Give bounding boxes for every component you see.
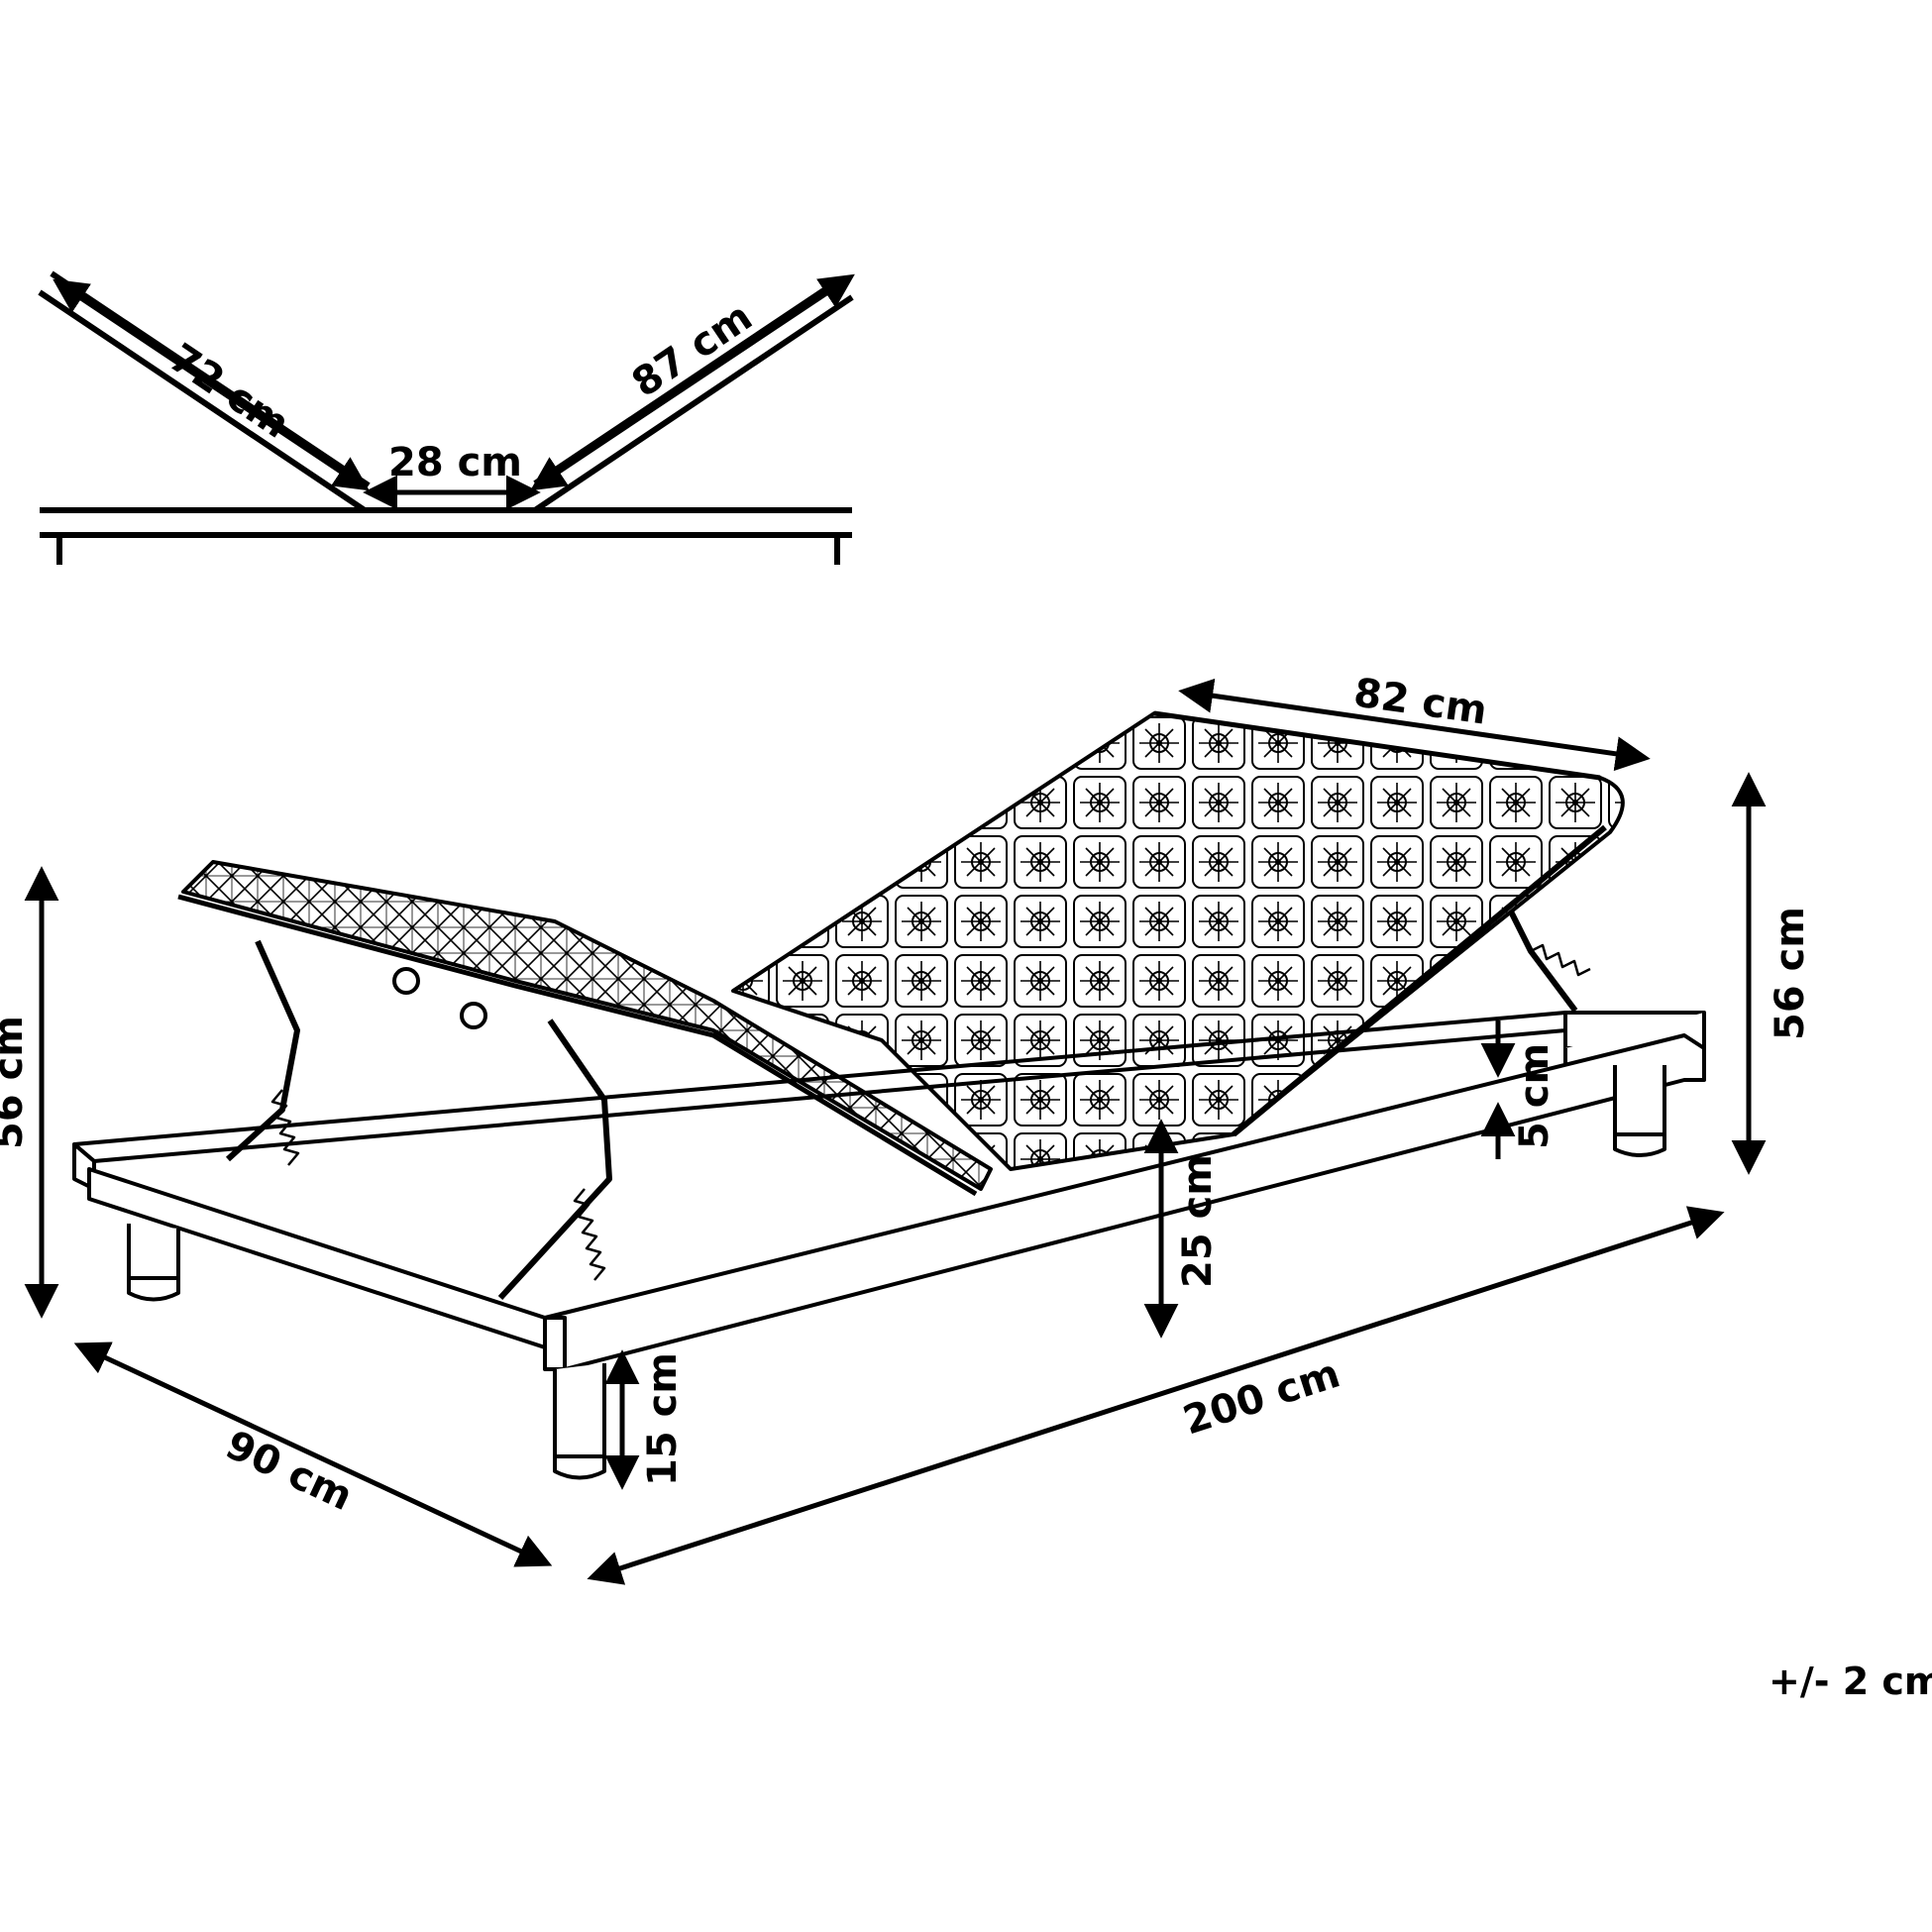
slat-width-label: 82 cm xyxy=(1351,670,1490,733)
leg-height-label: 15 cm xyxy=(640,1352,686,1486)
height-head-label: 56 cm xyxy=(0,1016,32,1149)
head-spring-far xyxy=(270,1089,300,1166)
slat-width-arrow xyxy=(1178,678,1651,772)
foot-lift-arm xyxy=(1508,910,1578,1013)
head-section-surface xyxy=(181,860,993,1191)
length-label: 200 cm xyxy=(1178,1350,1345,1444)
leg-head-near xyxy=(553,1363,606,1480)
tolerance-note: +/- 2 cm xyxy=(1769,1660,1932,1703)
leg-head-far xyxy=(127,1224,180,1302)
profile-diagram: 72 cm 28 cm 87 cm xyxy=(38,270,855,565)
foot-spring xyxy=(1530,943,1591,977)
bed-frame xyxy=(72,710,1706,1480)
profile-foot-section-inner xyxy=(533,276,842,486)
head-section-edge xyxy=(177,894,978,1197)
height-foot-label: 56 cm xyxy=(1768,907,1813,1040)
foot-length-arrow xyxy=(530,273,855,491)
frame-height-label: 25 cm xyxy=(1175,1154,1221,1288)
leg-foot-far xyxy=(1613,1065,1666,1157)
foot-section-surface xyxy=(731,711,1625,1171)
head-length-arrow xyxy=(53,278,370,491)
width-arrow xyxy=(73,1342,553,1567)
motor-knob-2 xyxy=(460,1002,487,1029)
head-lift-arm-near xyxy=(497,1019,612,1301)
head-section xyxy=(177,860,993,1301)
head-lift-arm-far xyxy=(225,939,300,1162)
width-label: 90 cm xyxy=(219,1422,360,1520)
clearance-label: 5 cm xyxy=(1512,1043,1557,1149)
profile-head-section-outer xyxy=(38,289,367,513)
motor-knob-1 xyxy=(392,967,420,995)
length-arrow xyxy=(587,1206,1725,1585)
foot-section-edge xyxy=(1232,824,1607,1137)
mid-length-label: 28 cm xyxy=(388,440,522,485)
frame-near-rail-top xyxy=(545,1316,567,1369)
head-length-label: 72 cm xyxy=(161,335,297,448)
